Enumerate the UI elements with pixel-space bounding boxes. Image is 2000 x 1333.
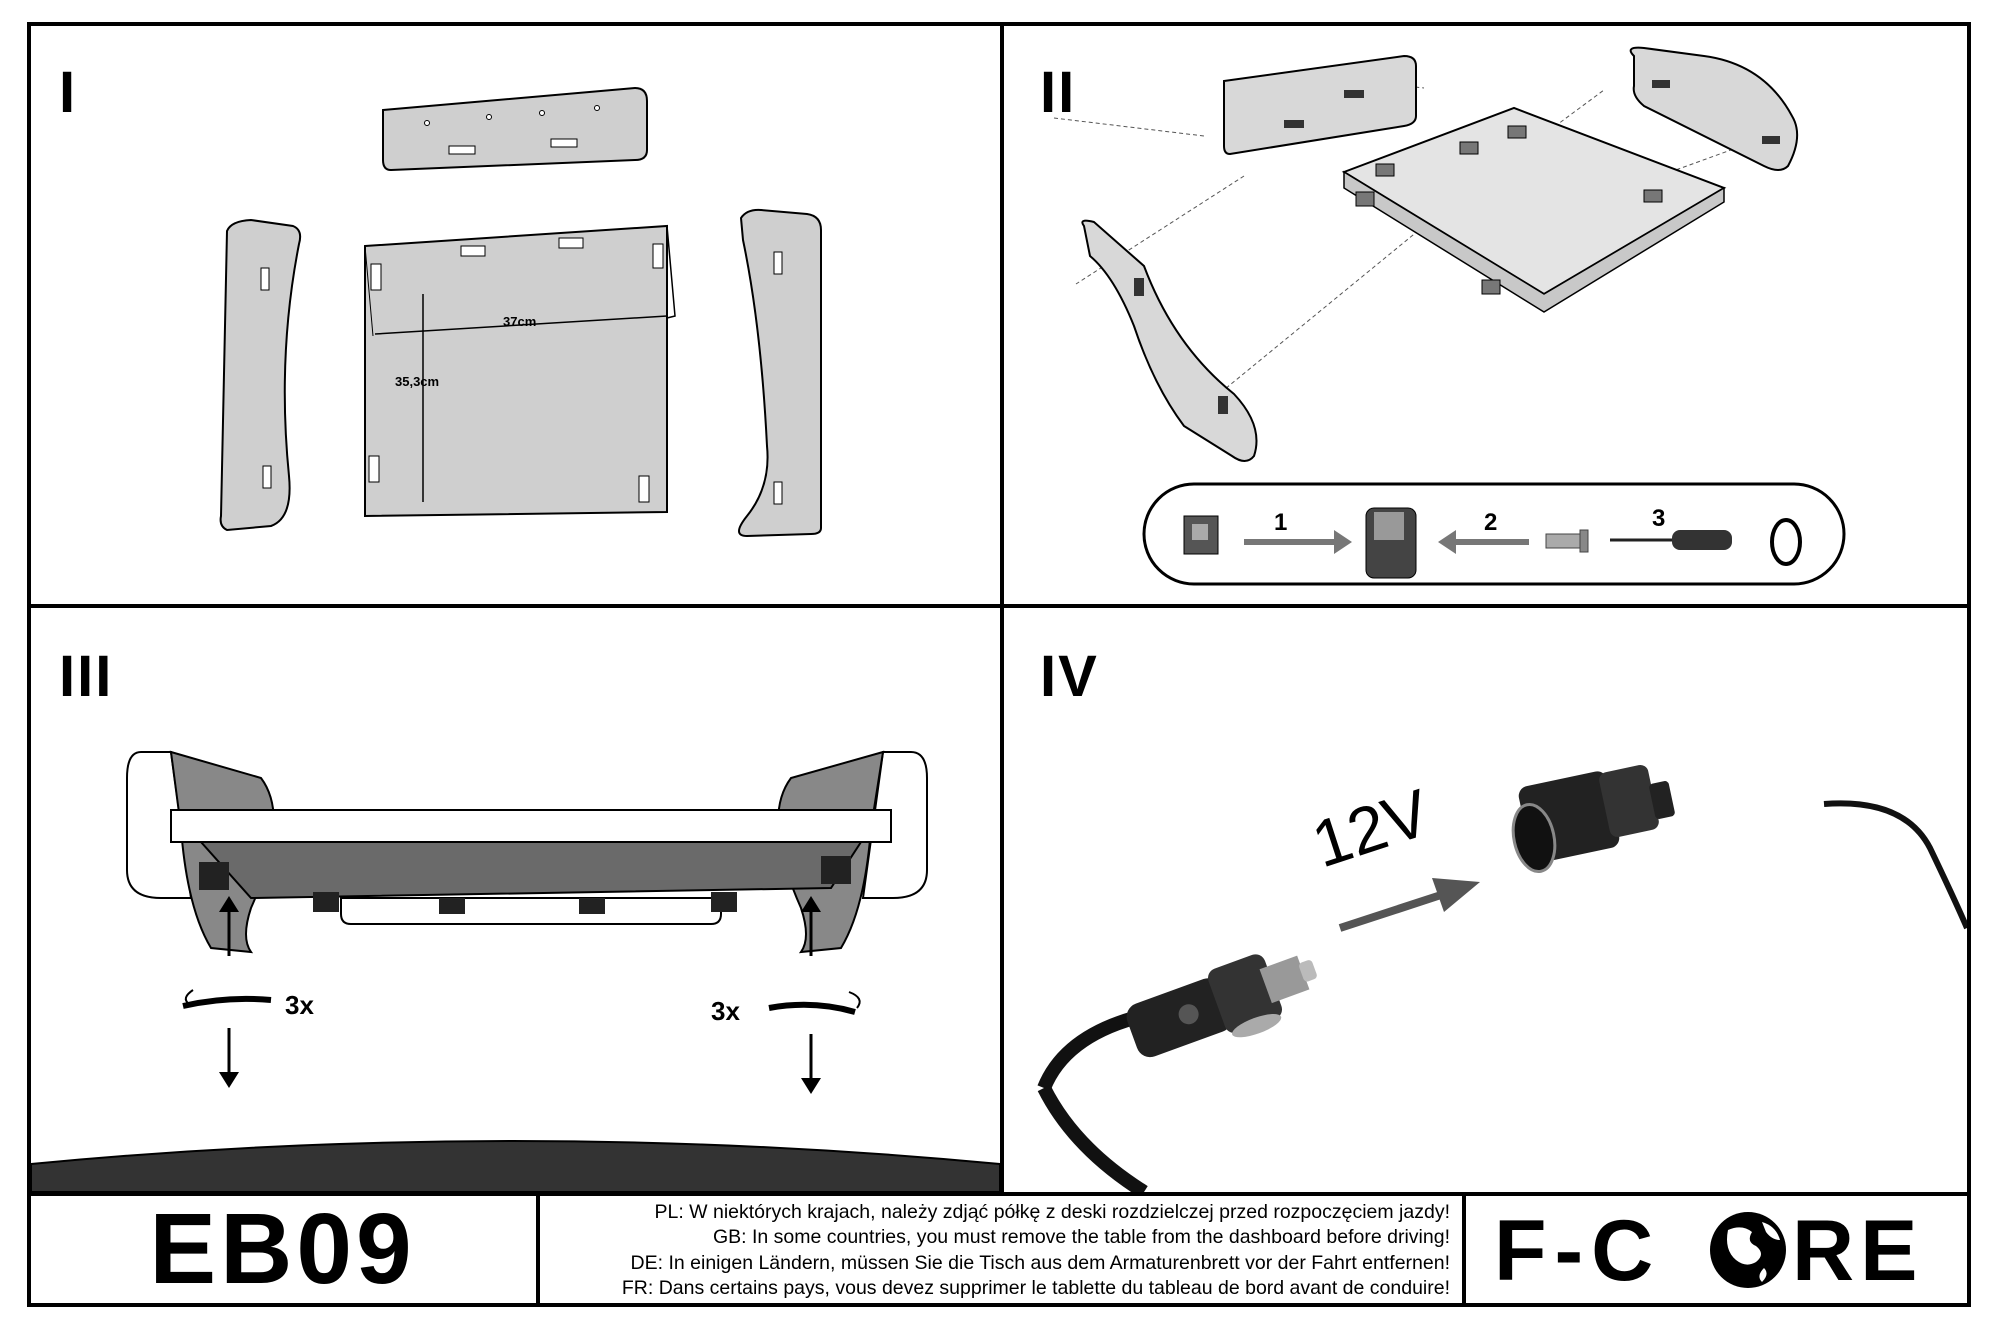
car-socket xyxy=(1511,765,1675,874)
warning-gb: GB: In some countries, you must remove t… xyxy=(712,1226,1450,1249)
plug-direction-arrow xyxy=(1338,878,1480,932)
left-side-part xyxy=(219,218,302,532)
grid-divider-vertical xyxy=(1000,22,1004,1196)
mounting-diagram: 3x 3x xyxy=(31,750,1000,1192)
warning-fr: FR: Dans certains pays, vous devez suppr… xyxy=(621,1276,1450,1299)
model-number: EB09 xyxy=(149,1193,416,1305)
right-side-part xyxy=(1629,46,1799,171)
footer-divider xyxy=(27,1192,1971,1196)
warning-pl: PL: W niektórych krajach, należy zdjąć p… xyxy=(654,1201,1450,1223)
brand-text-left: F-C xyxy=(1494,1203,1661,1299)
right-turn-count: 3x xyxy=(711,996,740,1026)
front-rail-part xyxy=(382,86,648,172)
screwdriver-icon: 3 xyxy=(1610,505,1732,550)
brand-logo: F-C RE xyxy=(1466,1196,1968,1303)
width-dimension-label: 37cm xyxy=(503,314,536,329)
step-number: 1 xyxy=(1274,509,1287,536)
depth-dimension-label: 35,3cm xyxy=(395,374,439,389)
left-fasten-arrows xyxy=(182,896,272,1088)
panel-numeral: I xyxy=(59,60,78,125)
clip-icon xyxy=(1183,515,1219,555)
panel-numeral: III xyxy=(59,644,114,709)
bracket-icon xyxy=(1365,507,1417,579)
rotate-icon xyxy=(1770,518,1802,566)
panel-numeral: IV xyxy=(1040,644,1099,709)
globe-icon xyxy=(1710,1212,1786,1288)
safety-warnings: PL: W niektórych krajach, należy zdjąć p… xyxy=(540,1198,1458,1303)
warning-de: DE: In einigen Ländern, müssen Sie die T… xyxy=(630,1251,1450,1274)
step-sequence-box: 1 2 3 xyxy=(1142,482,1846,586)
panel-numeral: II xyxy=(1040,60,1077,125)
table-board-part xyxy=(170,809,892,925)
left-side-part xyxy=(1081,219,1258,462)
socket-cable xyxy=(1823,800,1967,930)
screw-icon xyxy=(1545,529,1589,553)
left-turn-count: 3x xyxy=(285,990,314,1020)
dashboard-surface xyxy=(31,1140,1000,1192)
power-diagram: 12V xyxy=(1037,765,1967,1192)
panel-power-connection: IV 12V xyxy=(1004,608,1967,1192)
table-board-part: 37cm 35,3cm xyxy=(364,224,676,518)
step-number: 2 xyxy=(1484,509,1497,536)
footer-divider-left xyxy=(536,1192,540,1307)
panel-assembly: II xyxy=(1004,26,1967,604)
assembly-diagram: 1 2 3 xyxy=(1053,46,1846,586)
panel-mounting: III xyxy=(31,608,1000,1192)
parts-diagram: 37cm 35,3cm xyxy=(219,86,822,538)
brand-logo-graphic: F-C RE xyxy=(1494,1203,1923,1299)
footer-divider-right xyxy=(1462,1192,1466,1307)
step-number: 3 xyxy=(1652,505,1665,532)
right-fasten-arrows xyxy=(768,896,861,1094)
front-rail-part xyxy=(1223,54,1417,156)
brand-text-right: RE xyxy=(1792,1203,1923,1299)
car-plug xyxy=(1037,954,1317,1192)
voltage-label: 12V xyxy=(1303,775,1438,882)
table-board-part xyxy=(1341,106,1727,313)
grid-divider-horizontal xyxy=(27,604,1971,608)
instruction-sheet-frame xyxy=(27,22,1971,1307)
panel-parts-overview: I xyxy=(31,26,1000,604)
right-side-part xyxy=(738,208,822,538)
